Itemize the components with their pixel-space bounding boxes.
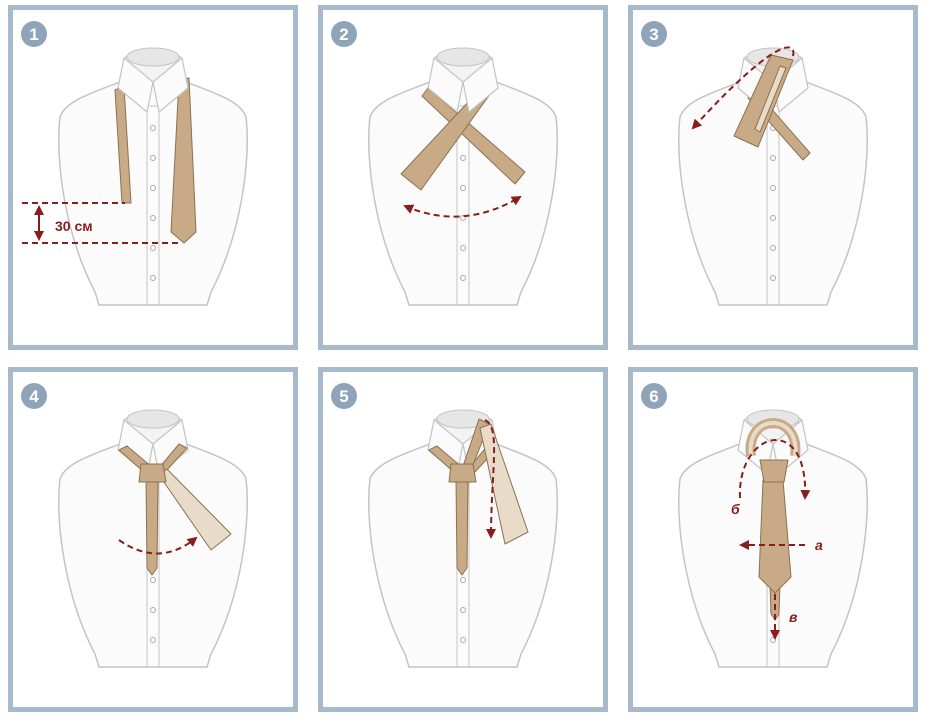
step-number: 5 <box>339 387 348 406</box>
tie-narrow-end <box>421 87 526 185</box>
tie-narrow-end <box>145 479 159 576</box>
step-2-panel: 2 <box>318 5 608 350</box>
step-badge <box>21 383 47 409</box>
step-5-illustration: 5 <box>331 383 558 668</box>
label-v: в <box>789 609 798 625</box>
step-1-panel: 30 см 1 <box>8 5 298 350</box>
tie-knot <box>448 463 477 483</box>
tie-narrow-end <box>455 479 469 576</box>
step-6-panel: а б в 6 <box>628 367 918 712</box>
step-2-illustration: 2 <box>331 21 558 306</box>
step-3-panel: 3 <box>628 5 918 350</box>
step-number: 4 <box>29 387 39 406</box>
step-5-panel: 5 <box>318 367 608 712</box>
step-badge <box>331 383 357 409</box>
cross-over-arrow <box>403 195 522 218</box>
step-badge <box>641 21 667 47</box>
arrow-b <box>738 439 811 500</box>
label-b: б <box>731 501 740 517</box>
step-3-illustration: 3 <box>641 21 868 306</box>
pull-through-arrow <box>484 419 497 539</box>
shirt-torso <box>368 47 558 306</box>
tie-reverse-side <box>754 65 787 133</box>
tie-knot <box>138 463 167 483</box>
tie-neck-loop-inner <box>748 421 798 457</box>
label-a: а <box>815 537 823 553</box>
step-badge <box>21 21 47 47</box>
tie-wide-end <box>170 77 197 244</box>
step-4-panel: 4 <box>8 367 298 712</box>
step-6-illustration: а б в 6 <box>641 383 868 668</box>
length-label: 30 см <box>55 218 93 234</box>
tie-knot <box>759 459 789 483</box>
step-4-illustration: 4 <box>21 383 248 668</box>
step-1-illustration: 30 см 1 <box>21 21 248 306</box>
step-number: 1 <box>29 25 38 44</box>
step-number: 6 <box>649 387 658 406</box>
step-number: 2 <box>339 25 348 44</box>
shirt-torso <box>58 47 248 306</box>
tie-wide-end <box>479 423 529 545</box>
wrap-around-arrow <box>118 536 198 555</box>
step-number: 3 <box>649 25 658 44</box>
loop-over-arrow <box>691 46 795 130</box>
step-badge <box>331 21 357 47</box>
step-badge <box>641 383 667 409</box>
